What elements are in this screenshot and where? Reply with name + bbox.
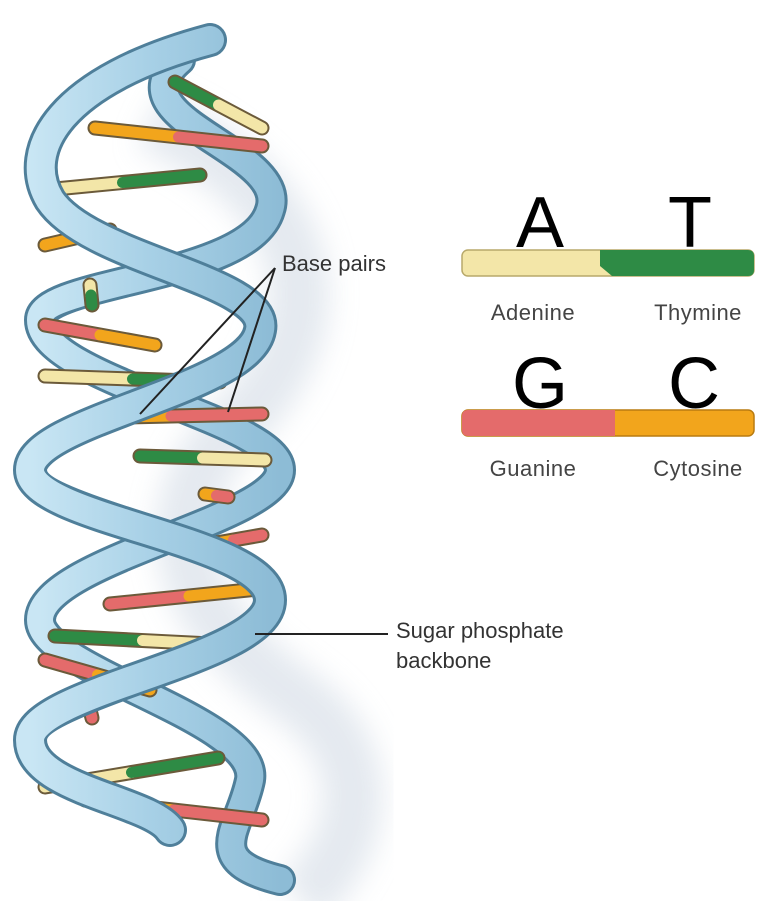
base-right: [173, 131, 268, 152]
base-pair-rung: [197, 486, 236, 505]
base-right: [126, 752, 224, 778]
base-right: [213, 99, 268, 134]
cytosine-label: Cytosine: [653, 456, 743, 481]
base-pair-rung: [82, 277, 100, 313]
base-right: [228, 529, 268, 546]
guanine-cytosine-pair-bar: [461, 409, 755, 437]
base-right: [165, 408, 268, 422]
base-left: [169, 76, 224, 111]
base-right: [85, 289, 98, 311]
base-left: [39, 654, 103, 681]
callout-line-1: [139, 267, 276, 415]
base-pairs-label: Base pairs: [282, 251, 386, 276]
base-pair-rung: [37, 167, 208, 198]
base-left: [89, 122, 184, 143]
adenine-thymine-pair-bar: [461, 249, 755, 277]
base-pair-rung: [37, 317, 163, 353]
front-strand-fill: [15, 26, 285, 844]
base-right: [117, 169, 206, 188]
backbone-label-line2: backbone: [396, 648, 491, 673]
base-left: [104, 590, 195, 610]
back-strand-fill: [26, 47, 294, 893]
base-right: [168, 804, 268, 826]
base-pairs-callout: Base pairs: [139, 251, 386, 415]
base-right: [197, 452, 271, 466]
base-left: [39, 319, 106, 341]
adenine-label: Adenine: [491, 300, 575, 325]
legend-gc: G C Guanine Cytosine: [461, 344, 755, 481]
backbone-callout: Sugar phosphate backbone: [255, 618, 564, 673]
base-pair-rung: [87, 120, 270, 154]
base-pair-rung: [102, 580, 276, 612]
base-left: [39, 370, 138, 385]
base-right: [94, 329, 161, 351]
guanine-label: Guanine: [490, 456, 577, 481]
base-right: [211, 490, 234, 503]
base-left: [134, 450, 208, 464]
legend-at: A T Adenine Thymine: [461, 183, 755, 325]
base-pair-rung: [132, 448, 273, 468]
base-pair-rung: [167, 74, 270, 136]
backbone-label-line1: Sugar phosphate: [396, 618, 564, 643]
thymine-label: Thymine: [654, 300, 742, 325]
callout-line-2: [227, 267, 276, 413]
base-left: [49, 630, 148, 646]
